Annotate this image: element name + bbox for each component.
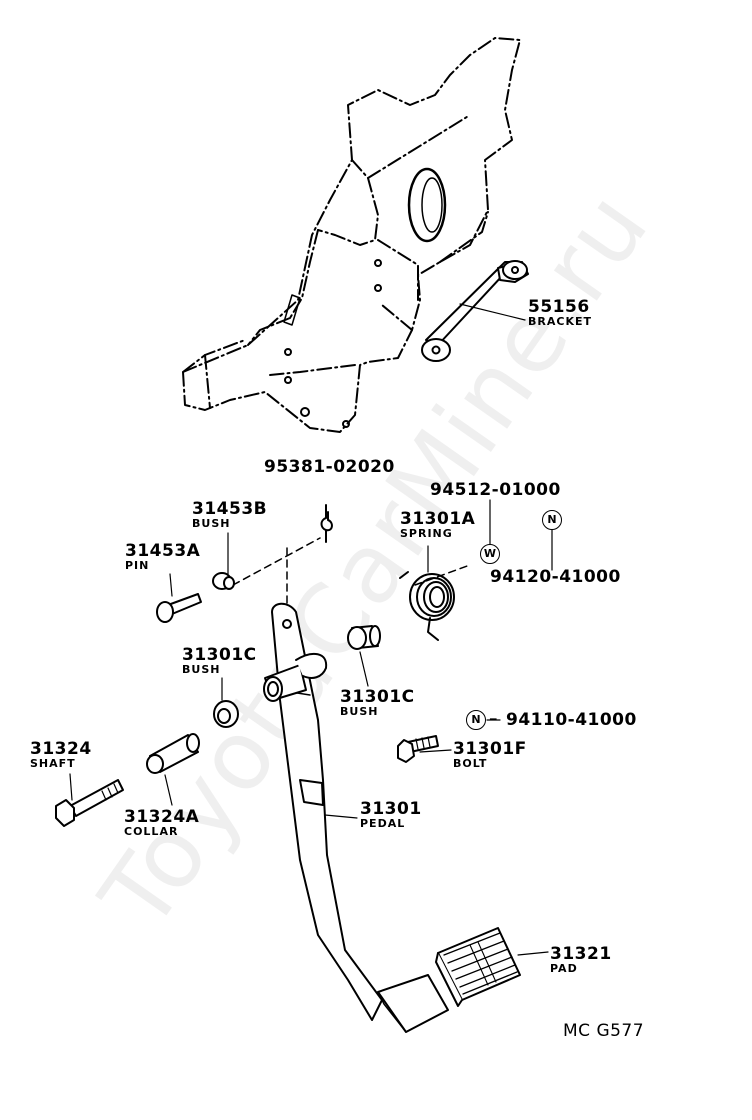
part-number-31301f: 31301F [453,739,527,759]
part-name-31301c-left: BUSH [182,663,221,676]
label-31453a: 31453A PIN [125,542,200,572]
label-31301c-right: 31301C BUSH [340,688,415,718]
part-name-55156: BRACKET [528,315,592,328]
label-31324: 31324 SHAFT [30,740,92,770]
collar-part [146,733,200,774]
part-name-31453a: PIN [125,559,150,572]
assembly-guide-lines [232,537,471,611]
leader-lines [69,499,553,956]
label-55156: 55156 BRACKET [528,298,592,328]
part-name-31453b: BUSH [192,517,231,530]
bush-left-part [213,700,239,728]
label-31321: 31321 PAD [550,945,612,975]
part-name-31324a: COLLAR [124,825,179,838]
label-31301f: 31301F BOLT [453,740,527,770]
bracket-holes [283,167,447,428]
part-number-31324a: 31324A [124,807,200,827]
label-31324a: 31324A COLLAR [124,808,199,838]
pin-part [156,593,202,623]
label-95381-02020: 95381-02020 [264,458,395,476]
part-number-55156: 55156 [528,297,590,317]
diagram-code: MC G577 [563,1021,645,1041]
dash-94110: – [489,709,498,729]
pedal-bolt-part [397,735,439,763]
part-number-31453b: 31453B [192,499,268,519]
part-name-31301f: BOLT [453,757,488,770]
label-31301a: 31301A SPRING [400,510,475,540]
body-bracket-structure [182,37,521,433]
strut-bracket-part [421,260,529,362]
part-number-31453a: 31453A [125,541,201,561]
part-number-31301a: 31301A [400,509,476,529]
part-name-31301c-right: BUSH [340,705,379,718]
part-name-31301a: SPRING [400,527,453,540]
part-number-31301: 31301 [360,799,422,819]
shaft-bolt-part [55,779,124,827]
diagram-code-label: MC G577 [563,1022,644,1040]
label-31453b: 31453B BUSH [192,500,267,530]
part-name-31324: SHAFT [30,757,76,770]
part-number-95381: 95381-02020 [264,457,395,477]
n-marker-icon-2: N [466,710,486,730]
part-number-31301c-right: 31301C [340,687,415,707]
return-spring-part [399,571,455,641]
clip-part [320,504,333,543]
pedal-foot-plate [377,974,449,1033]
pedal-arm-part [263,602,383,1021]
part-name-31321: PAD [550,962,578,975]
part-number-31301c-left: 31301C [182,645,257,665]
part-number-94110: 94110-41000 [506,710,637,730]
label-31301: 31301 PEDAL [360,800,422,830]
n-marker-icon: N [542,510,562,530]
part-number-94512: 94512-01000 [430,480,561,500]
w-marker-icon: W [480,544,500,564]
label-94120-41000: 94120-41000 [490,568,621,586]
bush-right-part [347,625,381,650]
part-number-31321: 31321 [550,944,612,964]
part-number-31324: 31324 [30,739,92,759]
pedal-pad-part [435,927,521,1007]
part-name-31301: PEDAL [360,817,406,830]
label-31301c-left: 31301C BUSH [182,646,257,676]
label-94110-41000: 94110-41000 [506,711,637,729]
bush-small-part [212,572,235,590]
part-number-94120: 94120-41000 [490,567,621,587]
label-94512-01000: 94512-01000 [430,481,561,499]
